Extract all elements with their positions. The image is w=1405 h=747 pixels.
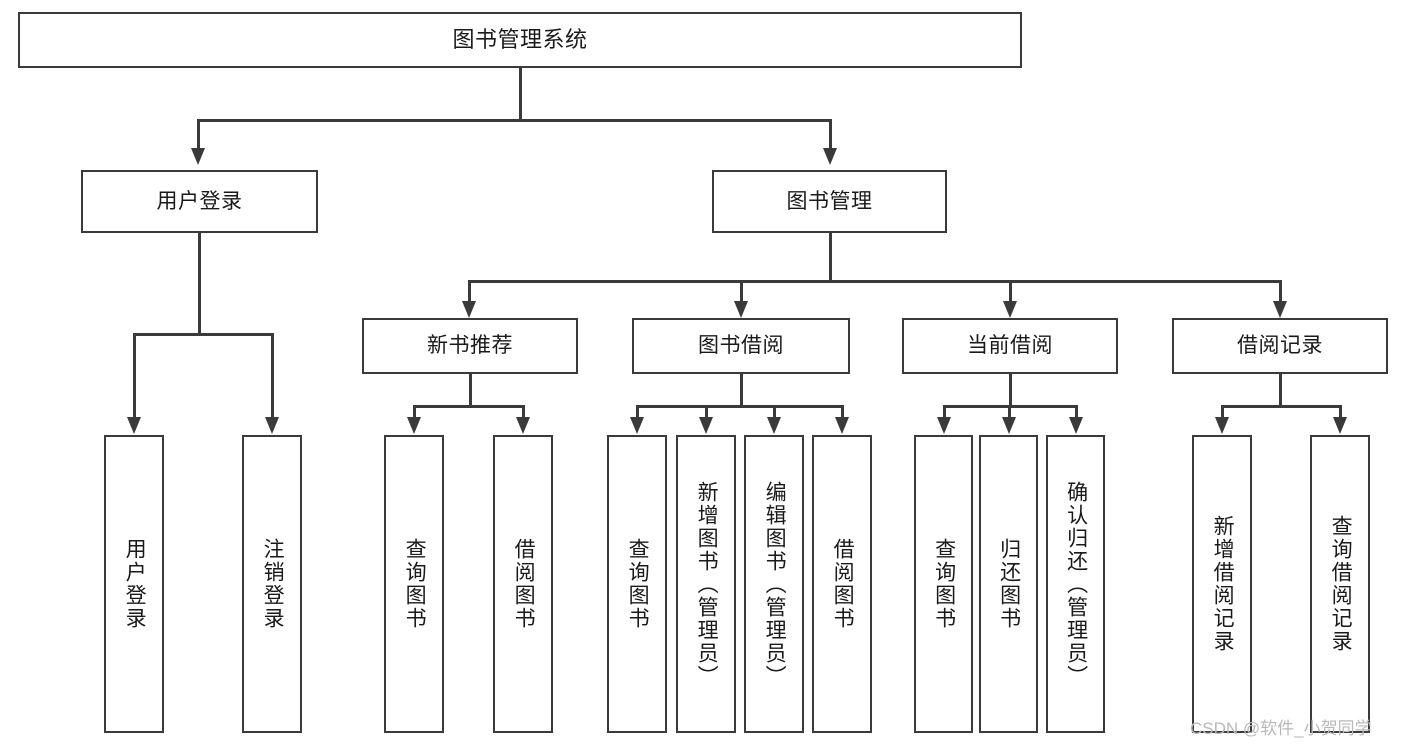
node-label: 编辑图书（管理员） [763,480,787,688]
arrow-bm-to-level3-0 [462,301,476,318]
leaf-book-borrow-1[interactable]: 新增图书（管理员） [676,435,736,733]
edge-new-book-bus [414,405,524,408]
arrow-current-borrow-to-leaf-1 [1002,417,1016,434]
leaf-book-borrow-0[interactable]: 查询图书 [607,435,667,733]
arrow-book-borrow-to-leaf-1 [699,417,713,434]
node-label: 查询图书 [932,538,956,630]
arrow-borrow-record-to-leaf-1 [1333,417,1347,434]
edge-current-borrow-to-leaf-2 [1075,405,1078,418]
node-borrow-record[interactable]: 借阅记录 [1172,318,1388,374]
leaf-borrow-record-1[interactable]: 查询借阅记录 [1310,435,1370,733]
node-book-management[interactable]: 图书管理 [712,170,947,233]
edge-root-to-book-management [829,119,832,149]
edge-root-bus [198,119,831,122]
edge-book-management-bus [468,280,1281,283]
arrow-bm-to-level3-2 [1003,301,1017,318]
arrow-user-login-to-leaf-1 [265,417,279,434]
leaf-borrow-record-0[interactable]: 新增借阅记录 [1192,435,1252,733]
node-label: 用户登录 [156,189,243,213]
edge-user-login-stem [198,233,201,334]
leaf-current-borrow-1[interactable]: 归还图书 [979,435,1038,733]
node-label: 查询图书 [626,538,650,630]
leaf-book-borrow-3[interactable]: 借阅图书 [812,435,872,733]
leaf-current-borrow-2[interactable]: 确认归还（管理员） [1046,435,1105,733]
arrow-bm-to-level3-1 [734,301,748,318]
arrow-bm-to-level3-3 [1273,301,1287,318]
arrow-current-borrow-to-leaf-2 [1069,417,1083,434]
edge-user-login-to-leaf-0 [133,333,136,418]
edge-book-borrow-to-leaf-1 [705,405,708,418]
edge-current-borrow-bus [944,405,1077,408]
edge-current-borrow-stem [1009,374,1012,406]
node-label: 当前借阅 [967,334,1053,358]
edge-root-stem [519,68,522,120]
edge-bm-to-level3-1 [740,280,743,302]
node-label: 借阅图书 [831,538,855,630]
edge-bm-to-level3-3 [1279,280,1282,302]
node-label: 图书管理系统 [452,26,588,52]
leaf-current-borrow-0[interactable]: 查询图书 [914,435,973,733]
edge-current-borrow-to-leaf-0 [943,405,946,418]
arrow-borrow-record-to-leaf-0 [1215,417,1229,434]
arrow-current-borrow-to-leaf-0 [937,417,951,434]
arrow-root-to-book-management [823,148,837,165]
node-label: 图书管理 [786,189,873,213]
edge-borrow-record-to-leaf-1 [1339,405,1342,418]
edge-book-borrow-bus [637,405,843,408]
arrow-new-book-to-leaf-1 [516,417,530,434]
node-book-borrow[interactable]: 图书借阅 [632,318,850,374]
arrow-user-login-to-leaf-0 [127,417,141,434]
node-label: 图书借阅 [698,334,784,358]
leaf-user-login-1[interactable]: 注销登录 [242,435,302,733]
edge-borrow-record-to-leaf-0 [1221,405,1224,418]
arrow-root-to-user-login [191,148,205,165]
edge-user-login-to-leaf-1 [271,333,274,418]
edge-user-login-bus [134,333,272,336]
node-root-book-management-system[interactable]: 图书管理系统 [18,12,1022,68]
edge-bm-to-level3-0 [468,280,471,302]
edge-new-book-to-leaf-1 [522,405,525,418]
edge-book-borrow-to-leaf-2 [773,405,776,418]
leaf-book-borrow-2[interactable]: 编辑图书（管理员） [744,435,804,733]
edge-new-book-to-leaf-0 [413,405,416,418]
edge-new-book-stem [469,374,472,406]
edge-current-borrow-to-leaf-1 [1008,405,1011,418]
edge-book-borrow-stem [740,374,743,406]
edge-root-to-user-login [197,119,200,149]
node-label: 新增图书（管理员） [695,480,719,688]
node-label: 归还图书 [997,538,1021,630]
node-new-book-recommend[interactable]: 新书推荐 [362,318,578,374]
leaf-new-book-recommend-1[interactable]: 借阅图书 [493,435,553,733]
edge-book-borrow-to-leaf-0 [636,405,639,418]
edge-bm-to-level3-2 [1009,280,1012,302]
leaf-user-login-0[interactable]: 用户登录 [104,435,164,733]
node-label: 确认归还（管理员） [1064,480,1088,688]
edge-borrow-record-bus [1222,405,1341,408]
node-label: 新书推荐 [427,334,513,358]
arrow-book-borrow-to-leaf-2 [767,417,781,434]
arrow-book-borrow-to-leaf-3 [835,417,849,434]
node-label: 注销登录 [261,538,285,630]
arrow-book-borrow-to-leaf-0 [630,417,644,434]
edge-borrow-record-stem [1279,374,1282,406]
node-label: 借阅图书 [512,538,536,630]
node-label: 借阅记录 [1237,334,1323,358]
edge-book-borrow-to-leaf-3 [841,405,844,418]
node-user-login[interactable]: 用户登录 [81,170,318,233]
leaf-new-book-recommend-0[interactable]: 查询图书 [384,435,444,733]
edge-book-management-stem [829,233,832,281]
node-label: 查询图书 [403,538,427,630]
node-label: 新增借阅记录 [1211,515,1235,653]
node-label: 查询借阅记录 [1329,515,1353,653]
node-current-borrow[interactable]: 当前借阅 [902,318,1118,374]
node-label: 用户登录 [123,538,147,630]
arrow-new-book-to-leaf-0 [407,417,421,434]
